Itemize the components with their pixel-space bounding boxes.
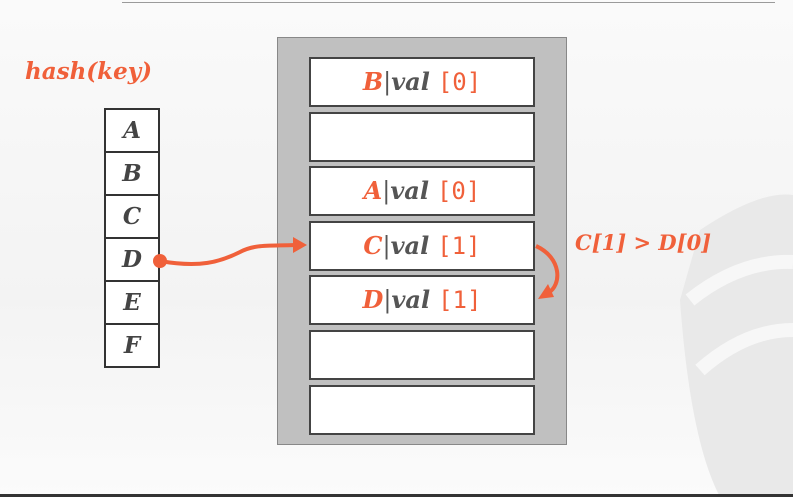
arrow-head: [538, 284, 554, 299]
key-cell: A: [106, 110, 158, 153]
key-cell: F: [123, 332, 141, 359]
key-cell: B: [106, 153, 158, 196]
probe-annotation: C[1] > D[0]: [575, 230, 712, 255]
bottom-bar: [0, 494, 793, 497]
key-cell: E: [106, 282, 158, 325]
slot: [309, 330, 535, 380]
slot: [309, 112, 535, 162]
top-divider: [122, 2, 775, 3]
slot: [309, 385, 535, 435]
slot: B|val[0]: [309, 57, 535, 107]
key-cell: C: [106, 196, 158, 239]
slot: A|val[0]: [309, 166, 535, 216]
key-table: A B C D E F: [104, 108, 160, 368]
pointer-arrow: [159, 243, 296, 267]
slot: D|val[1]: [309, 275, 535, 325]
arrow-head: [293, 237, 307, 253]
hash-table-slots: B|val[0] A|val[0] C|val[1] D|val[1]: [277, 37, 567, 445]
hash-function-label: hash(key): [25, 58, 152, 85]
slot: C|val[1]: [309, 221, 535, 271]
probe-arrow: [535, 244, 560, 295]
key-cell: D: [106, 239, 158, 282]
